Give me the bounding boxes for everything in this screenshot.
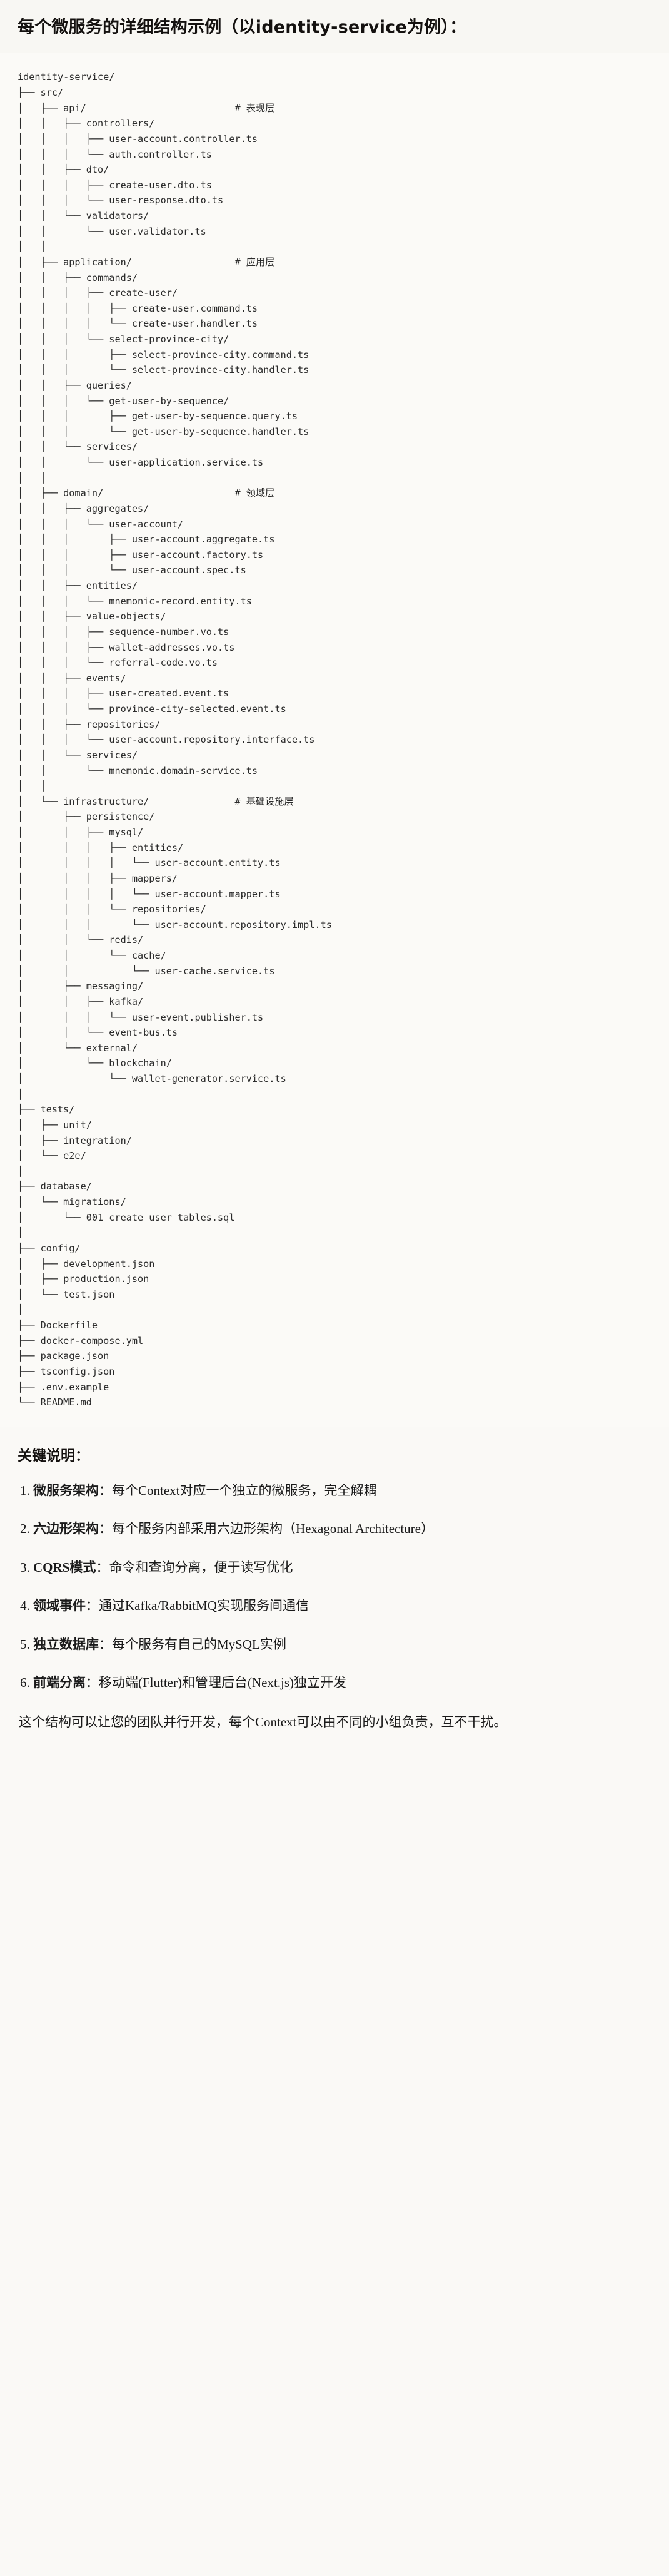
directory-tree-block: identity-service/ ├── src/ │ ├── api/ # … (0, 53, 669, 1427)
key-points-heading: 关键说明： (18, 1447, 89, 1464)
key-point-description: 移动端(Flutter)和管理后台(Next.js)独立开发 (99, 1675, 347, 1691)
document-page: 每个微服务的详细结构示例（以identity-service为例）： ident… (0, 0, 669, 1751)
key-point-description: 每个服务有自己的MySQL实例 (112, 1636, 286, 1652)
list-item: 领域事件：通过Kafka/RabbitMQ实现服务间通信 (20, 1596, 651, 1616)
key-point-separator: ： (99, 1482, 112, 1498)
key-point-term: 微服务架构 (33, 1482, 99, 1498)
list-item: 独立数据库：每个服务有自己的MySQL实例 (20, 1635, 651, 1655)
title-section: 每个微服务的详细结构示例（以identity-service为例）： (0, 0, 669, 53)
key-point-term: 前端分离 (33, 1675, 86, 1691)
list-item: 前端分离：移动端(Flutter)和管理后台(Next.js)独立开发 (20, 1673, 651, 1693)
key-point-separator: ： (86, 1675, 99, 1691)
key-point-description: 命令和查询分离，便于读写优化 (109, 1559, 293, 1575)
list-item: 微服务架构：每个Context对应一个独立的微服务，完全解耦 (20, 1481, 651, 1501)
key-points-list: 微服务架构：每个Context对应一个独立的微服务，完全解耦 六边形架构：每个服… (18, 1481, 651, 1693)
list-item: CQRS模式：命令和查询分离，便于读写优化 (20, 1558, 651, 1578)
key-point-term: 领域事件 (33, 1598, 86, 1614)
key-point-term: CQRS模式 (33, 1559, 96, 1575)
directory-tree: identity-service/ ├── src/ │ ├── api/ # … (18, 71, 332, 1408)
key-point-separator: ： (96, 1559, 109, 1575)
key-point-description: 每个Context对应一个独立的微服务，完全解耦 (112, 1482, 377, 1498)
list-item: 六边形架构：每个服务内部采用六边形架构（Hexagonal Architectu… (20, 1519, 651, 1539)
key-point-term: 独立数据库 (33, 1636, 99, 1652)
key-point-separator: ： (99, 1521, 112, 1537)
key-point-separator: ： (99, 1636, 112, 1652)
closing-paragraph: 这个结构可以让您的团队并行开发，每个Context可以由不同的小组负责，互不干扰… (19, 1714, 507, 1729)
key-point-separator: ： (86, 1598, 99, 1614)
page-title: 每个微服务的详细结构示例（以identity-service为例）： (18, 18, 467, 37)
key-point-description: 通过Kafka/RabbitMQ实现服务间通信 (99, 1598, 309, 1614)
key-points-section: 关键说明： 微服务架构：每个Context对应一个独立的微服务，完全解耦 六边形… (0, 1427, 669, 1751)
key-point-term: 六边形架构 (33, 1521, 99, 1537)
key-point-description: 每个服务内部采用六边形架构（Hexagonal Architecture） (112, 1521, 434, 1537)
